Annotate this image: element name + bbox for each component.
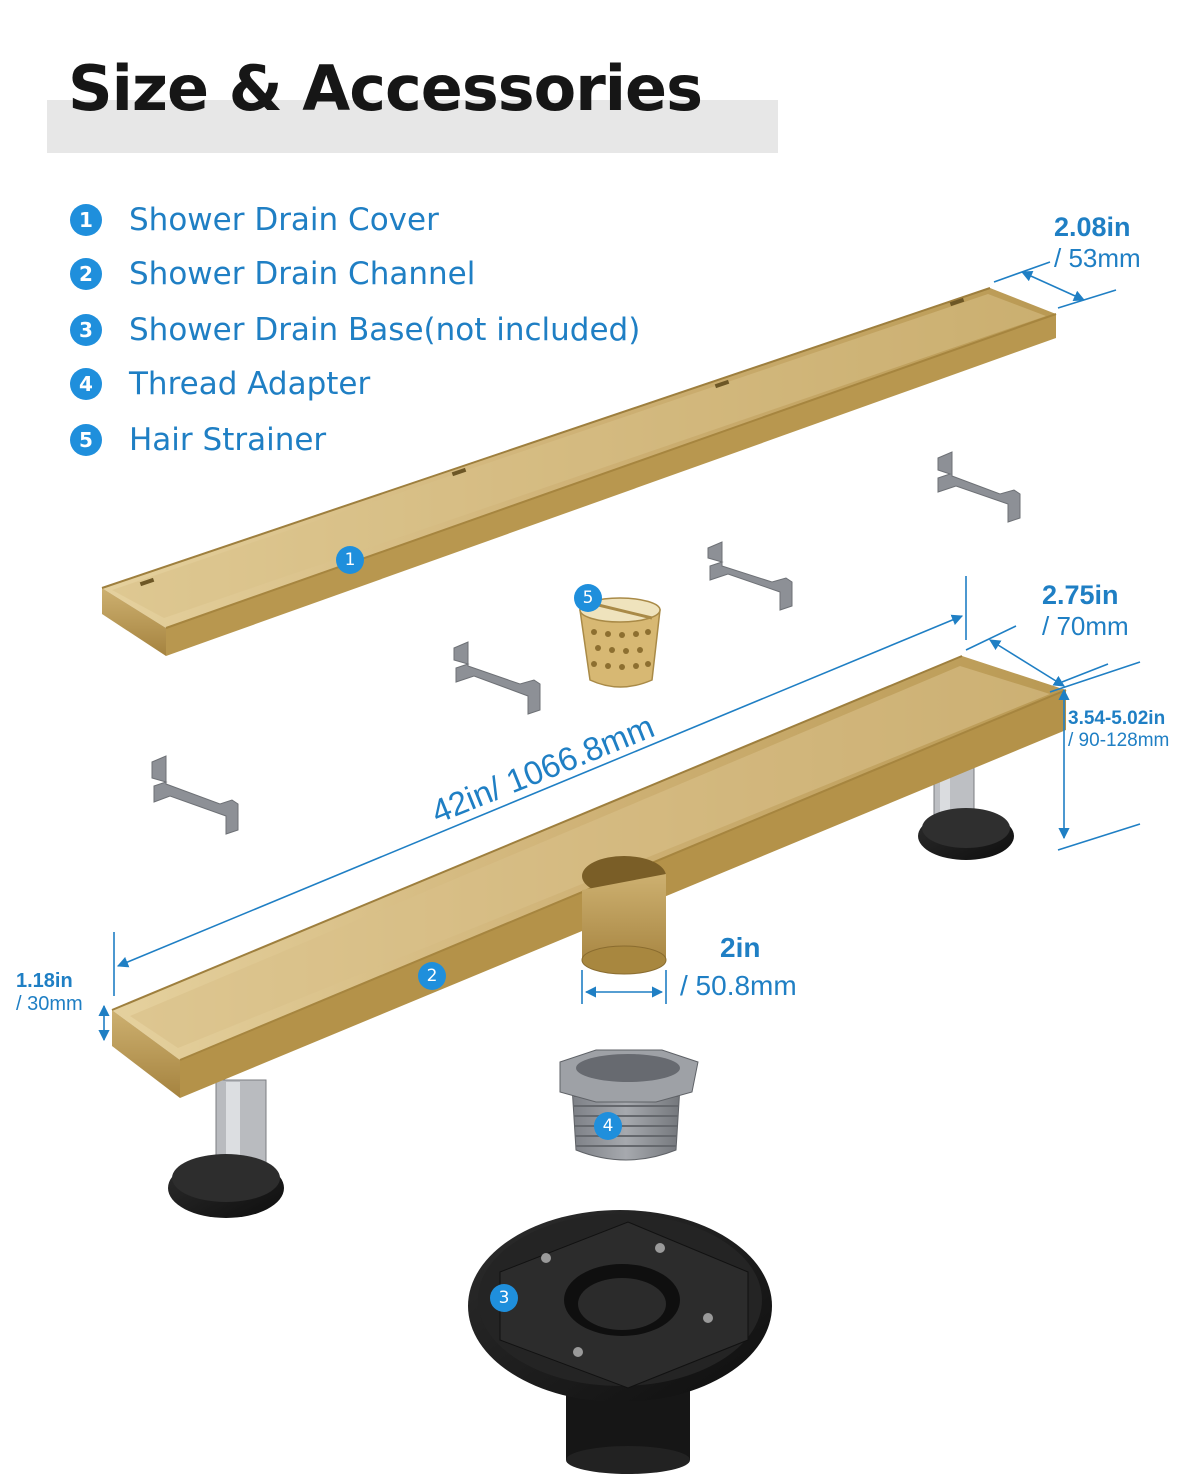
part-badge-cover: 1	[336, 546, 364, 574]
legend-number-badge: 4	[70, 368, 102, 400]
title-area: Size & Accessories	[0, 0, 1200, 170]
dim-inch: 2.75in	[1042, 580, 1119, 610]
dimension-lines	[98, 261, 1141, 1042]
leveling-leg	[168, 1079, 284, 1218]
dim-channel-depth: 1.18in / 30mm	[16, 970, 83, 1016]
page-title: Size & Accessories	[68, 52, 703, 125]
legend-label: Shower Drain Base(not included)	[129, 312, 641, 348]
dim-height-range: 3.54-5.02in / 90-128mm	[1068, 708, 1169, 752]
dim-inch: 3.54-5.02in	[1068, 708, 1166, 729]
mounting-bracket	[453, 641, 541, 715]
dim-mm: / 90-128mm	[1068, 730, 1170, 751]
dim-channel-width: 2.75in / 70mm	[1042, 580, 1129, 642]
part-badge-base: 3	[490, 1284, 518, 1312]
legend-item-adapter: 4 Thread Adapter	[70, 364, 370, 404]
dim-inch: 2.08in	[1054, 212, 1131, 242]
mounting-bracket	[707, 541, 793, 611]
dim-mm: / 53mm	[1054, 243, 1141, 273]
part-badge-strainer: 5	[574, 584, 602, 612]
legend-label: Hair Strainer	[129, 422, 327, 458]
part-badge-channel: 2	[418, 962, 446, 990]
dim-mm: / 30mm	[16, 993, 83, 1015]
legend-item-cover: 1 Shower Drain Cover	[70, 200, 439, 240]
dim-outlet: 2in	[720, 932, 760, 964]
title-band	[47, 100, 778, 153]
legend-number-badge: 5	[70, 424, 102, 456]
drain-base	[468, 1210, 772, 1474]
legend-label: Thread Adapter	[129, 366, 371, 402]
dim-cover-width: 2.08in / 53mm	[1054, 212, 1141, 274]
thread-adapter	[559, 1049, 699, 1161]
part-badge-adapter: 4	[594, 1112, 622, 1140]
drain-outlet	[581, 856, 667, 975]
dim-mm: / 70mm	[1042, 611, 1129, 641]
dim-inch: 1.18in	[16, 970, 73, 992]
legend-item-strainer: 5 Hair Strainer	[70, 420, 326, 460]
legend-label: Shower Drain Cover	[129, 202, 439, 238]
legend-number-badge: 1	[70, 204, 102, 236]
legend-number-badge: 2	[70, 258, 102, 290]
legend-item-channel: 2 Shower Drain Channel	[70, 254, 475, 294]
mounting-bracket	[151, 755, 239, 835]
legend-label: Shower Drain Channel	[129, 256, 476, 292]
dim-inch: 2in	[720, 932, 761, 963]
mounting-bracket	[937, 451, 1021, 523]
drain-cover	[101, 287, 1057, 656]
legend-number-badge: 3	[70, 314, 102, 346]
legend-item-base: 3 Shower Drain Base(not included)	[70, 310, 640, 350]
dim-outlet-mm: / 50.8mm	[680, 970, 797, 1001]
